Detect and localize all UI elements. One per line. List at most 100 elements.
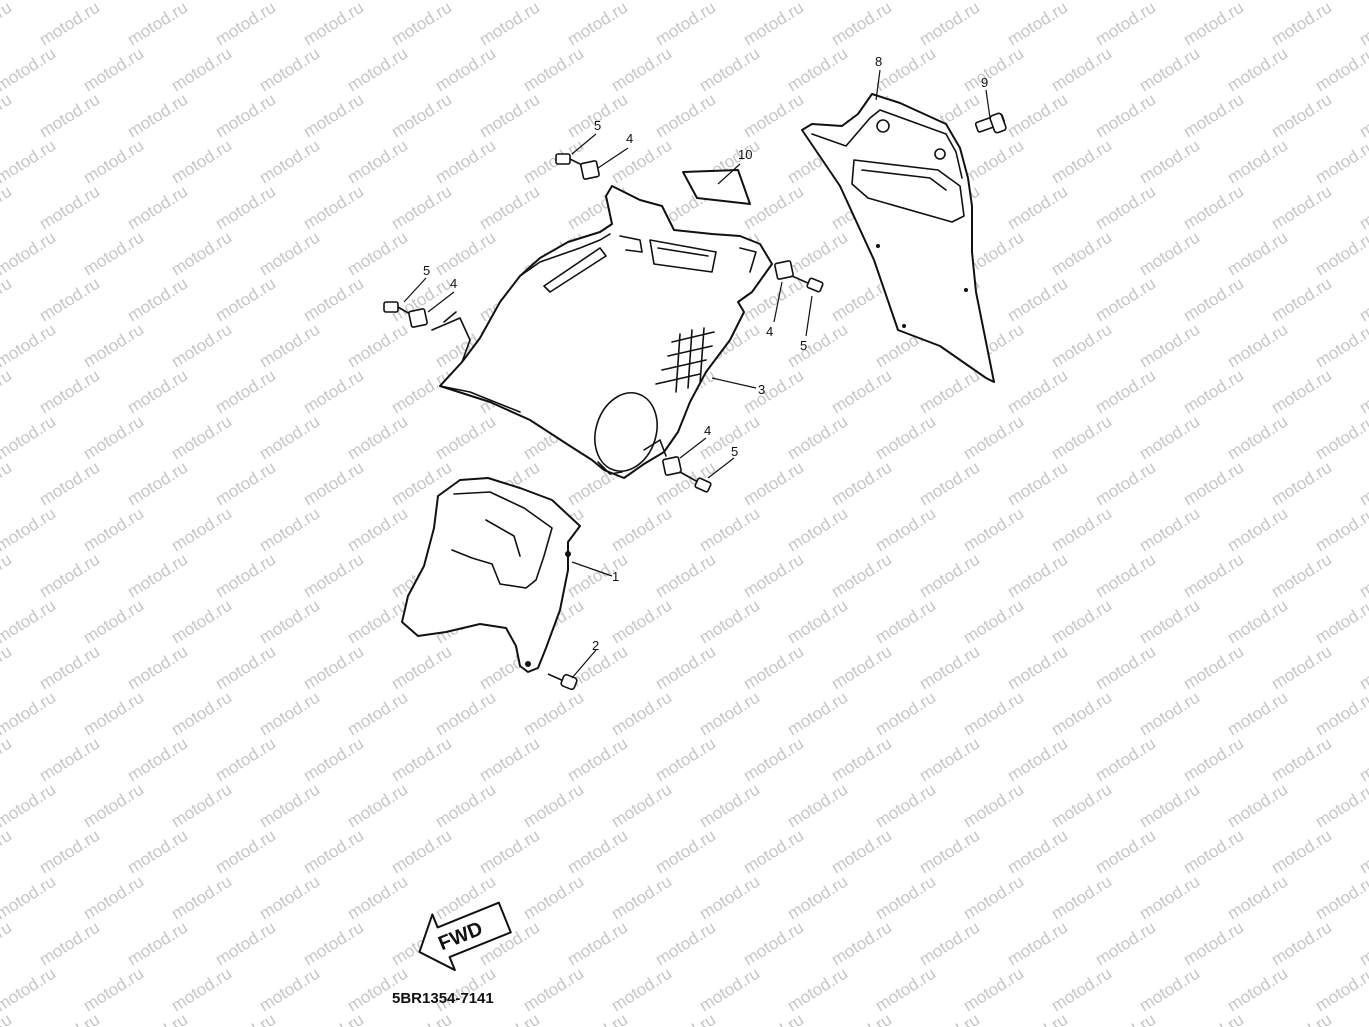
watermark-text: motod.ru <box>872 872 939 924</box>
watermark-text: motod.ru <box>300 0 367 49</box>
watermark-text: motod.ru <box>1268 0 1335 49</box>
watermark-text: motod.ru <box>388 1010 455 1027</box>
fastener-group-top[interactable] <box>555 153 600 180</box>
watermark-text: motod.ru <box>0 596 59 648</box>
watermark-text: motod.ru <box>212 274 279 326</box>
watermark-text: motod.ru <box>960 412 1027 464</box>
watermark-text: motod.ru <box>0 1010 15 1027</box>
part-1-fender[interactable] <box>401 477 581 673</box>
watermark-text: motod.ru <box>1136 228 1203 280</box>
watermark-text: motod.ru <box>1004 182 1071 234</box>
watermark-text: motod.ru <box>916 366 983 418</box>
watermark-text: motod.ru <box>1180 458 1247 510</box>
watermark-text: motod.ru <box>476 182 543 234</box>
watermark-text: motod.ru <box>256 136 323 188</box>
watermark-text: motod.ru <box>36 918 103 970</box>
watermark-text: motod.ru <box>256 596 323 648</box>
watermark-text: motod.ru <box>476 826 543 878</box>
watermark-text: motod.ru <box>1224 504 1291 556</box>
watermark-text: motod.ru <box>1004 734 1071 786</box>
watermark-text: motod.ru <box>0 826 15 878</box>
watermark-text: motod.ru <box>1268 550 1335 602</box>
watermark-text: motod.ru <box>80 688 147 740</box>
watermark-text: motod.ru <box>652 734 719 786</box>
part-10-decal[interactable] <box>682 169 751 205</box>
callout-3: 3 <box>758 382 765 397</box>
watermark-text: motod.ru <box>1092 182 1159 234</box>
watermark-text: motod.ru <box>1092 366 1159 418</box>
watermark-text: motod.ru <box>1224 872 1291 924</box>
callout-5-bottom: 5 <box>731 444 738 459</box>
watermark-text: motod.ru <box>36 90 103 142</box>
watermark-text: motod.ru <box>432 688 499 740</box>
watermark-text: motod.ru <box>476 0 543 49</box>
watermark-text: motod.ru <box>1004 642 1071 694</box>
watermark-text: motod.ru <box>784 872 851 924</box>
watermark-text: motod.ru <box>1356 458 1369 510</box>
watermark-text: motod.ru <box>784 780 851 832</box>
watermark-text: motod.ru <box>784 412 851 464</box>
watermark-text: motod.ru <box>212 182 279 234</box>
watermark-text: motod.ru <box>1180 826 1247 878</box>
watermark-text: motod.ru <box>740 0 807 49</box>
watermark-text: motod.ru <box>0 228 59 280</box>
watermark-text: motod.ru <box>740 550 807 602</box>
watermark-text: motod.ru <box>1004 0 1071 49</box>
fastener-group-left[interactable] <box>383 301 428 328</box>
part-2-screw[interactable] <box>547 673 578 691</box>
watermark-text: motod.ru <box>1136 688 1203 740</box>
watermark-text: motod.ru <box>1356 918 1369 970</box>
watermark-text: motod.ru <box>168 44 235 96</box>
watermark-text: motod.ru <box>1136 872 1203 924</box>
watermark-text: motod.ru <box>872 780 939 832</box>
watermark-text: motod.ru <box>564 826 631 878</box>
watermark-text: motod.ru <box>212 0 279 49</box>
watermark-text: motod.ru <box>476 1010 543 1027</box>
callout-9: 9 <box>981 75 988 90</box>
watermark-text: motod.ru <box>828 458 895 510</box>
watermark-text: motod.ru <box>828 918 895 970</box>
part-9-bolt[interactable] <box>974 112 1007 134</box>
part-code: 5BR1354-7141 <box>392 990 494 1007</box>
watermark-text: motod.ru <box>1048 596 1115 648</box>
callout-1: 1 <box>612 569 619 584</box>
watermark-text: motod.ru <box>1004 918 1071 970</box>
watermark-text: motod.ru <box>0 182 15 234</box>
fastener-group-bottom[interactable] <box>662 456 712 493</box>
part-8-side-cover[interactable] <box>801 93 995 383</box>
watermark-text: motod.ru <box>828 1010 895 1027</box>
watermark-text: motod.ru <box>1092 734 1159 786</box>
watermark-text: motod.ru <box>36 1010 103 1027</box>
watermark-text: motod.ru <box>256 964 323 1016</box>
fastener-group-right[interactable] <box>774 260 824 293</box>
watermark-text: motod.ru <box>960 780 1027 832</box>
watermark-text: motod.ru <box>168 964 235 1016</box>
watermark-text: motod.ru <box>0 136 59 188</box>
watermark-text: motod.ru <box>784 504 851 556</box>
watermark-text: motod.ru <box>300 1010 367 1027</box>
watermark-text: motod.ru <box>564 918 631 970</box>
watermark-text: motod.ru <box>740 826 807 878</box>
watermark-text: motod.ru <box>80 228 147 280</box>
watermark-text: motod.ru <box>1356 642 1369 694</box>
watermark-text: motod.ru <box>124 1010 191 1027</box>
part-3-under-cowl[interactable] <box>431 185 773 479</box>
callout-5-left: 5 <box>423 263 430 278</box>
watermark-text: motod.ru <box>80 596 147 648</box>
watermark-text: motod.ru <box>916 642 983 694</box>
watermark-text: motod.ru <box>0 780 59 832</box>
watermark-text: motod.ru <box>476 90 543 142</box>
watermark-text: motod.ru <box>80 780 147 832</box>
callout-10: 10 <box>738 147 752 162</box>
watermark-text: motod.ru <box>784 964 851 1016</box>
watermark-text: motod.ru <box>1180 366 1247 418</box>
watermark-text: motod.ru <box>1180 182 1247 234</box>
watermark-text: motod.ru <box>1136 136 1203 188</box>
watermark-text: motod.ru <box>1224 136 1291 188</box>
watermark-text: motod.ru <box>80 504 147 556</box>
watermark-text: motod.ru <box>476 734 543 786</box>
watermark-text: motod.ru <box>1312 44 1369 96</box>
callout-2: 2 <box>592 638 599 653</box>
watermark-text: motod.ru <box>960 44 1027 96</box>
